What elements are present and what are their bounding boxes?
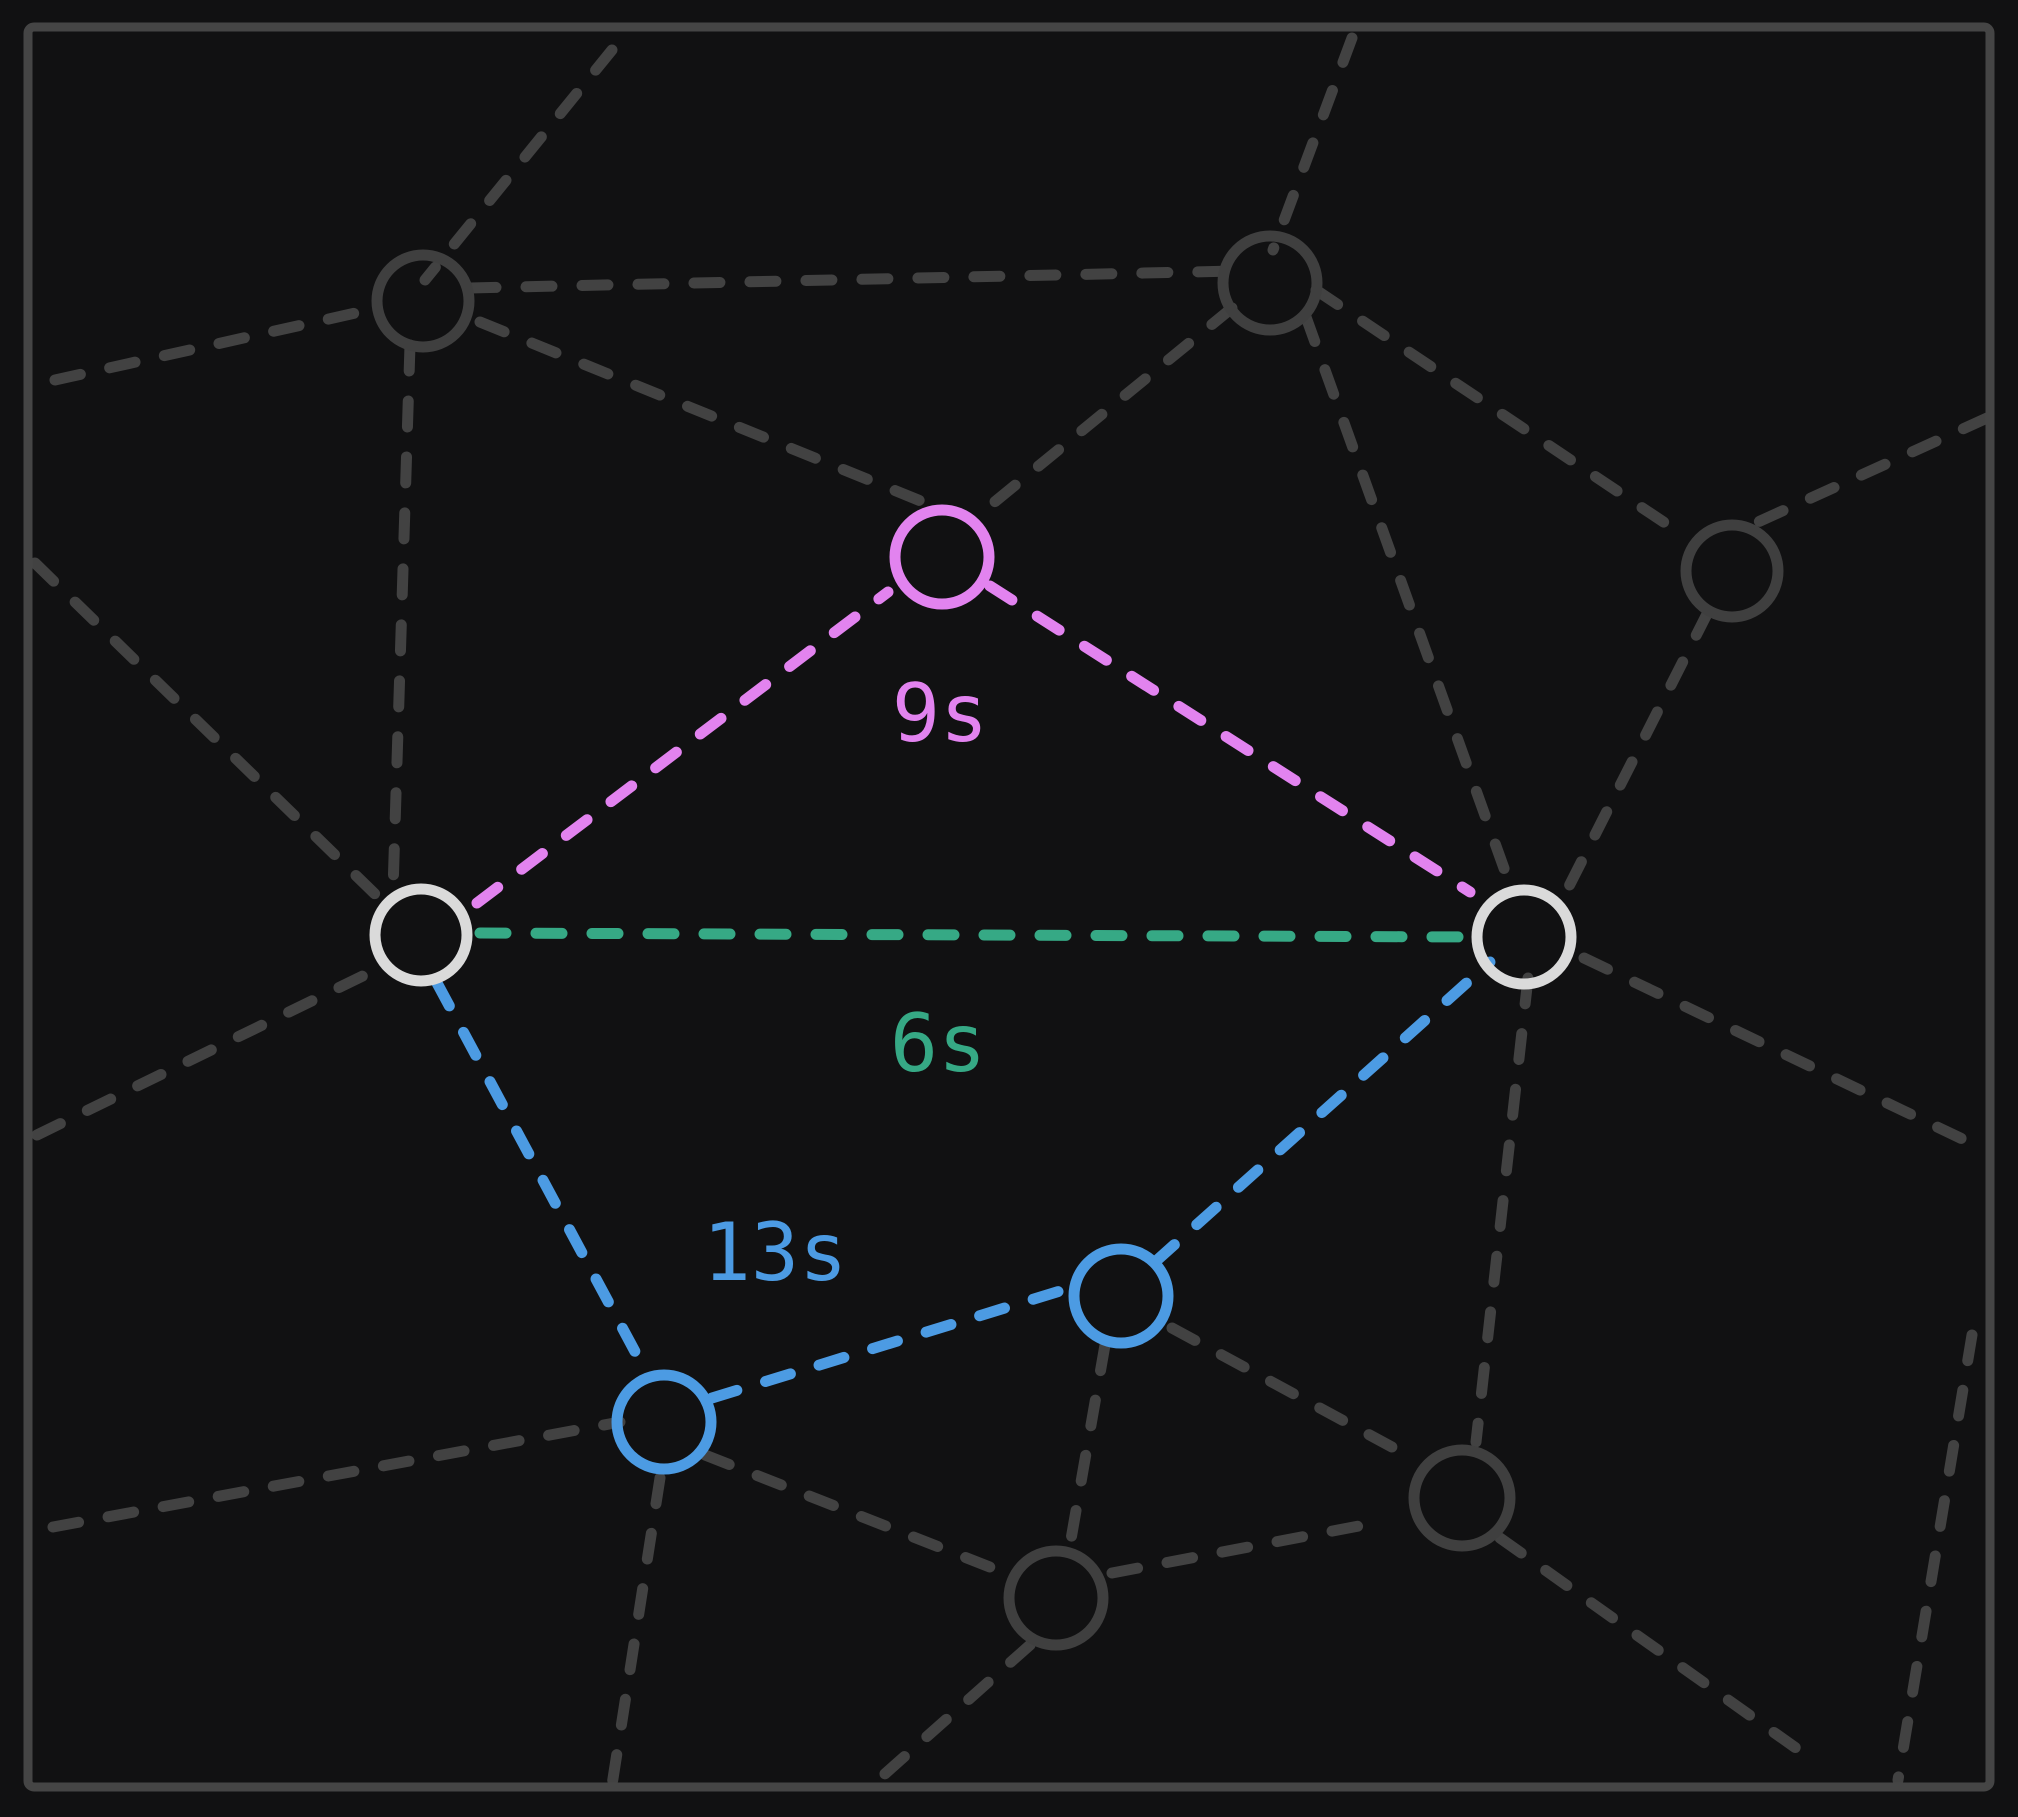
blue-waypoint-node: [1068, 1243, 1174, 1349]
route-13s-edge: [706, 1281, 1079, 1404]
mesh-edge: [1470, 972, 1534, 1448]
mesh-edge: [464, 265, 1241, 294]
route-6s-label: 6s: [890, 997, 986, 1090]
mesh-edge: [606, 1472, 666, 1791]
mesh-node: [1680, 519, 1784, 623]
route-13s-label: 13s: [703, 1206, 848, 1299]
route-6s: [474, 927, 1481, 943]
mesh-edge: [1556, 606, 1714, 906]
mesh-edge: [1106, 1516, 1386, 1579]
mesh-edge: [872, 1639, 1036, 1786]
route-13s-edge: [431, 977, 652, 1378]
route-9s: [471, 580, 1476, 909]
mesh-edge: [1310, 284, 1689, 541]
mesh-edge: [474, 316, 944, 514]
route-nodes: [369, 504, 1577, 1475]
mesh-edge: [29, 557, 381, 900]
route-9s-edge: [471, 586, 894, 909]
start-node: [369, 883, 473, 987]
mesh-edge: [1300, 311, 1516, 891]
diagram-frame: [23, 22, 1995, 1792]
mesh-edge: [1064, 1339, 1111, 1551]
pink-waypoint-node: [889, 504, 995, 610]
mesh-edge: [1494, 1532, 1816, 1764]
mesh-edge: [1267, 32, 1358, 256]
route-6s-edge: [474, 927, 1481, 943]
mesh-edge: [387, 339, 416, 896]
mesh-node: [1408, 1444, 1516, 1552]
mesh-edge: [31, 964, 381, 1141]
mesh-edge: [969, 302, 1238, 524]
mesh-edge: [699, 1449, 1011, 1579]
end-node: [1471, 884, 1577, 990]
mesh-edge: [47, 1416, 626, 1533]
mesh-node: [1217, 230, 1323, 336]
mesh-edge: [419, 44, 618, 286]
mesh-edge: [49, 302, 384, 386]
mesh-edge: [1166, 1322, 1409, 1459]
mesh-node: [1003, 1545, 1109, 1651]
route-13s-edge: [1149, 956, 1496, 1268]
mesh-edge: [1892, 1329, 1978, 1786]
mesh-nodes: [371, 230, 1784, 1651]
blue-waypoint-node: [611, 1369, 717, 1475]
route-9s-edge: [984, 580, 1476, 898]
mesh-node: [371, 249, 475, 353]
route-13s: [431, 956, 1496, 1404]
mesh-edge: [1741, 412, 1993, 533]
mesh-edge: [1578, 952, 1983, 1152]
route-9s-label: 9s: [892, 667, 988, 760]
mesh-edges: [29, 32, 1993, 1791]
